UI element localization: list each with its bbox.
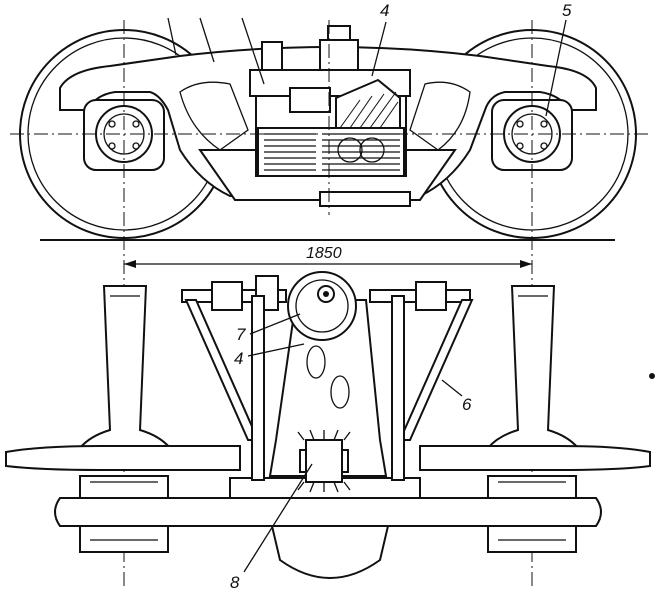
spring-set: [257, 127, 405, 177]
label-6: 6: [462, 395, 472, 414]
friction-wedge: [335, 78, 401, 131]
stray-dot: [649, 373, 655, 379]
bolster-window-2: [330, 375, 350, 409]
bolster-base: [229, 477, 421, 499]
leader-8: [243, 463, 313, 573]
center-plate: [287, 271, 357, 341]
frame-window-right: [409, 81, 471, 151]
leader-4-bottom: [247, 343, 305, 357]
center-pin-housing: [319, 39, 359, 71]
brake-rods: [184, 295, 474, 481]
bolster-window-1: [306, 345, 326, 379]
wedge-pocket: [289, 87, 331, 113]
center-pin: [327, 25, 351, 41]
frame-window-left: [179, 81, 249, 151]
bolster-lower-lug: [270, 525, 390, 579]
spring-plank: [319, 191, 411, 207]
bolster-plan: [268, 299, 388, 477]
plan-view: 6 8 7 4: [5, 271, 651, 592]
label-4-bottom: 4: [234, 349, 243, 368]
label-7: 7: [236, 325, 246, 344]
leader-5-top: [545, 19, 567, 117]
left-axle-box-plan: [79, 475, 169, 553]
dimension-label: 1850: [306, 245, 342, 262]
leader-unlabeled-3: [241, 17, 265, 85]
leader-4-top: [371, 21, 387, 77]
left-wheel-plan: [5, 285, 241, 471]
leader-unlabeled-1: [167, 17, 177, 56]
leader-unlabeled-2: [199, 17, 215, 63]
right-wheel-plan: [419, 285, 651, 471]
side-bearing: [261, 41, 283, 71]
label-5-top: 5: [562, 1, 572, 20]
label-4-top: 4: [380, 1, 389, 20]
leader-6: [441, 379, 463, 397]
right-axle-box-plan: [487, 475, 577, 553]
leader-7: [249, 313, 301, 335]
brake-pin-assembly: [297, 429, 351, 493]
lower-frame-bar: [54, 497, 602, 527]
side-view: 4 5: [10, 1, 650, 241]
label-8: 8: [230, 573, 240, 592]
